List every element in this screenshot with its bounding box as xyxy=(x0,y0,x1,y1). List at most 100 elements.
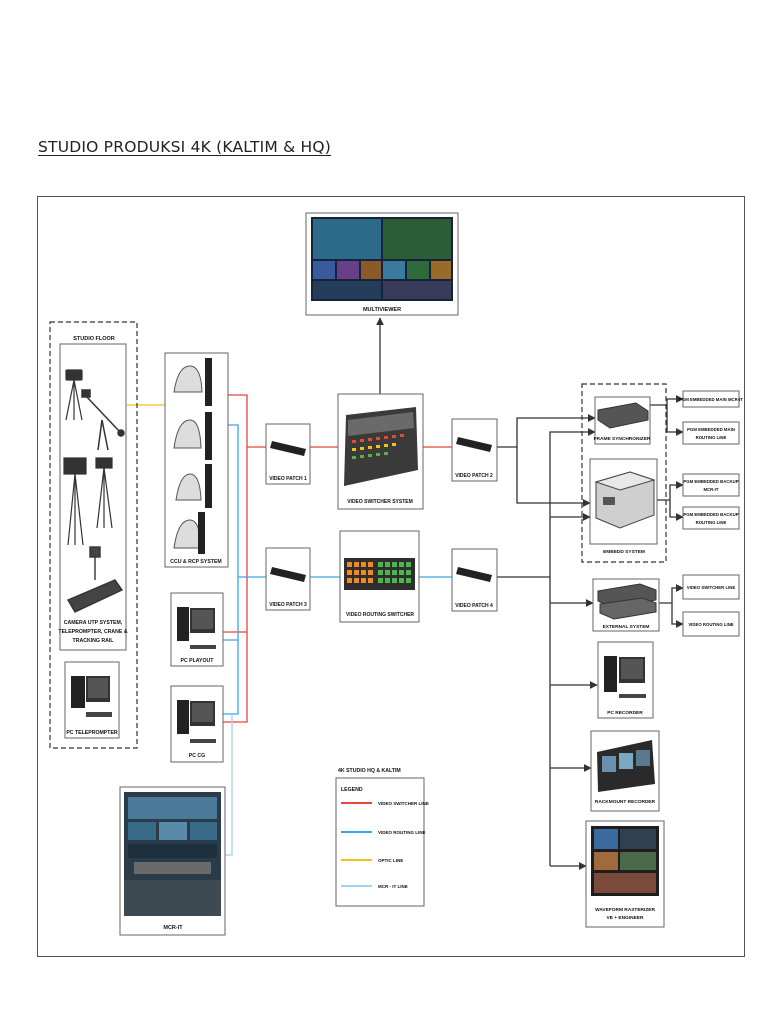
page-title: STUDIO PRODUKSI 4K (KALTIM & HQ) xyxy=(38,138,332,156)
frame-sync-device-icon xyxy=(597,402,649,429)
patch-panel-3-icon xyxy=(270,567,306,582)
pc-recorder-group: PC RECORDER xyxy=(597,641,654,719)
waveform-label-line-1: WAVEFORM RASTERIZER xyxy=(595,907,655,913)
external-system-label: EXTERNAL SYSTEM xyxy=(603,624,650,630)
waveform-group: WAVEFORM RASTERIZER VE + ENGINEER xyxy=(585,820,665,928)
studio-floor-title: STUDIO FLOOR xyxy=(73,336,115,342)
output-pgm-main-mcr: PGM EMBEDDED MAIN MCR-IT xyxy=(679,390,743,408)
output-pgm-main-routing-line-1: PGM EMBEDDED MAIN xyxy=(687,427,735,432)
video-routing-label: VIDEO ROUTING SWITCHER xyxy=(346,612,414,618)
rack-recorder-label: RACKMOUNT RECORDER xyxy=(595,799,656,805)
output-pgm-main-routing: PGM EMBEDDED MAIN ROUTING LINE xyxy=(682,421,740,445)
frame-to-pgm-main-mcr xyxy=(650,395,684,406)
patch4-to-frame-sync xyxy=(549,428,596,577)
tracking-rail-icon xyxy=(66,546,124,613)
embedd-boundary xyxy=(581,383,667,563)
video-switcher-label: VIDEO SWITCHER SYSTEM xyxy=(347,499,413,505)
pc-playout-group: PC PLAYOUT xyxy=(170,592,224,667)
video-patch-3-group: VIDEO PATCH 3 xyxy=(265,547,311,611)
legend-item-optic: OPTIC LINE xyxy=(378,858,403,863)
patch-panel-2-icon xyxy=(456,437,492,452)
legend-item-switcher: VIDEO SWITCHER LINE xyxy=(378,801,429,806)
output-pgm-backup-routing-line-2: ROUTING LINE xyxy=(696,520,727,525)
external-device-bottom-icon xyxy=(599,597,657,620)
pc-recorder-tower-icon xyxy=(604,656,617,692)
ccu-label: CCU & RCP SYSTEM xyxy=(170,559,222,565)
legend-item-routing: VIDEO ROUTING LINE xyxy=(378,830,426,835)
ccu-units-icon xyxy=(173,358,212,554)
video-routing-group: VIDEO ROUTING SWITCHER xyxy=(339,530,420,623)
embedd-label: EMBEDD SYSTEM xyxy=(603,549,645,555)
blue-line-ccu-patch3 xyxy=(228,424,266,578)
mcr-it-line xyxy=(225,714,233,856)
multiviewer-group: MULTIVIEWER xyxy=(305,212,459,316)
pc-playout-tower-icon xyxy=(177,607,189,641)
output-pgm-backup-mcr-line-1: PGM EMBEDDED BACKUP xyxy=(683,479,738,484)
external-to-switcher-line xyxy=(659,584,684,604)
pc-cg-group: PC CG xyxy=(170,685,224,763)
output-video-switcher-line: VIDEO SWITCHER LINE xyxy=(682,574,740,600)
embedd-system-group: EMBEDD SYSTEM xyxy=(589,458,658,555)
pc-cg-label: PC CG xyxy=(189,753,205,759)
pc-recorder-label: PC RECORDER xyxy=(607,710,643,716)
legend-title: LEGEND xyxy=(341,787,363,793)
rack-recorder-group: RACKMOUNT RECORDER xyxy=(590,730,660,812)
waveform-label-line-2: VE + ENGINEER xyxy=(607,915,644,921)
teleprompter-camera-icon xyxy=(63,457,87,546)
frame-sync-group: FRAME SYNCHRONIZER xyxy=(594,396,651,445)
legend-heading: 4K STUDIO HQ & KALTIM xyxy=(338,768,401,774)
video-patch-2-group: VIDEO PATCH 2 xyxy=(451,418,498,482)
video-patch-4-group: VIDEO PATCH 4 xyxy=(451,548,498,612)
patch2-to-embedd xyxy=(516,447,591,507)
output-pgm-main-routing-line-2: ROUTING LINE xyxy=(696,435,727,440)
output-pgm-backup-mcr-line-2: MCR-IT xyxy=(703,487,718,492)
frame-to-pgm-main-routing xyxy=(666,405,684,436)
video-switcher-group: VIDEO SWITCHER SYSTEM xyxy=(337,393,424,510)
video-patch-4-label: VIDEO PATCH 4 xyxy=(455,603,493,609)
mcr-it-label: MCR-IT xyxy=(163,925,183,931)
video-patch-2-label: VIDEO PATCH 2 xyxy=(455,473,493,479)
output-pgm-backup-routing-line-1: PGM EMBEDDED BACKUP xyxy=(683,512,738,517)
embedd-to-pgm-backup-routing xyxy=(669,500,684,521)
multiviewer-label: MULTIVIEWER xyxy=(363,307,401,313)
camera-tripod-2-icon xyxy=(95,457,113,529)
output-pgm-backup-routing: PGM EMBEDDED BACKUP ROUTING LINE xyxy=(682,506,740,530)
legend-item-mcr: MCR - IT LINE xyxy=(378,884,408,889)
patch-panel-4-icon xyxy=(456,567,492,582)
red-line-cg xyxy=(223,632,248,723)
patch-panel-1-icon xyxy=(270,441,306,456)
external-system-group: EXTERNAL SYSTEM xyxy=(592,578,660,632)
studio-floor-boundary xyxy=(49,321,138,749)
frame-sync-label: FRAME SYNCHRONIZER xyxy=(594,436,651,442)
camera-crane-icon xyxy=(81,389,125,451)
connection-lines xyxy=(127,317,684,870)
blue-line-cg xyxy=(223,640,239,715)
mcr-it-group: MCR-IT xyxy=(119,786,226,936)
video-patch-1-label: VIDEO PATCH 1 xyxy=(269,476,307,482)
pc-teleprompter-label: PC TELEPROMPTER xyxy=(66,730,118,736)
output-pgm-main-mcr-label: PGM EMBEDDED MAIN MCR-IT xyxy=(679,397,743,402)
camera-caption-line-2: TELEPROMPTER, CRANE & xyxy=(58,629,127,635)
camera-tripod-icon xyxy=(65,369,83,421)
video-patch-3-label: VIDEO PATCH 3 xyxy=(269,602,307,608)
red-line-ccu-patch1 xyxy=(228,394,266,448)
video-patch-1-group: VIDEO PATCH 1 xyxy=(265,423,311,485)
patch2-to-frame-sync xyxy=(497,414,596,448)
studio-floor-group: STUDIO FLOOR CAMERA UTP S xyxy=(49,321,138,749)
embedd-to-pgm-backup-mcr xyxy=(657,481,684,501)
output-video-switcher-line-label: VIDEO SWITCHER LINE xyxy=(687,585,736,590)
output-video-routing-line-label: VIDEO ROUTING LINE xyxy=(688,622,733,627)
diagram-frame xyxy=(37,196,745,957)
output-pgm-backup-mcr: PGM EMBEDDED BACKUP MCR-IT xyxy=(682,473,740,497)
legend: 4K STUDIO HQ & KALTIM LEGEND VIDEO SWITC… xyxy=(335,768,429,907)
pc-playout-label: PC PLAYOUT xyxy=(181,658,215,664)
output-video-routing-line: VIDEO ROUTING LINE xyxy=(682,611,740,637)
external-to-routing-line xyxy=(671,603,684,628)
pc-teleprompter-icon xyxy=(71,676,112,717)
ccu-group: CCU & RCP SYSTEM xyxy=(164,352,229,568)
pc-cg-tower-icon xyxy=(177,700,189,734)
patch4-to-pc-recorder xyxy=(549,577,597,866)
blue-line-playout xyxy=(223,577,239,641)
camera-caption-line-3: TRACKING RAIL xyxy=(73,638,115,644)
